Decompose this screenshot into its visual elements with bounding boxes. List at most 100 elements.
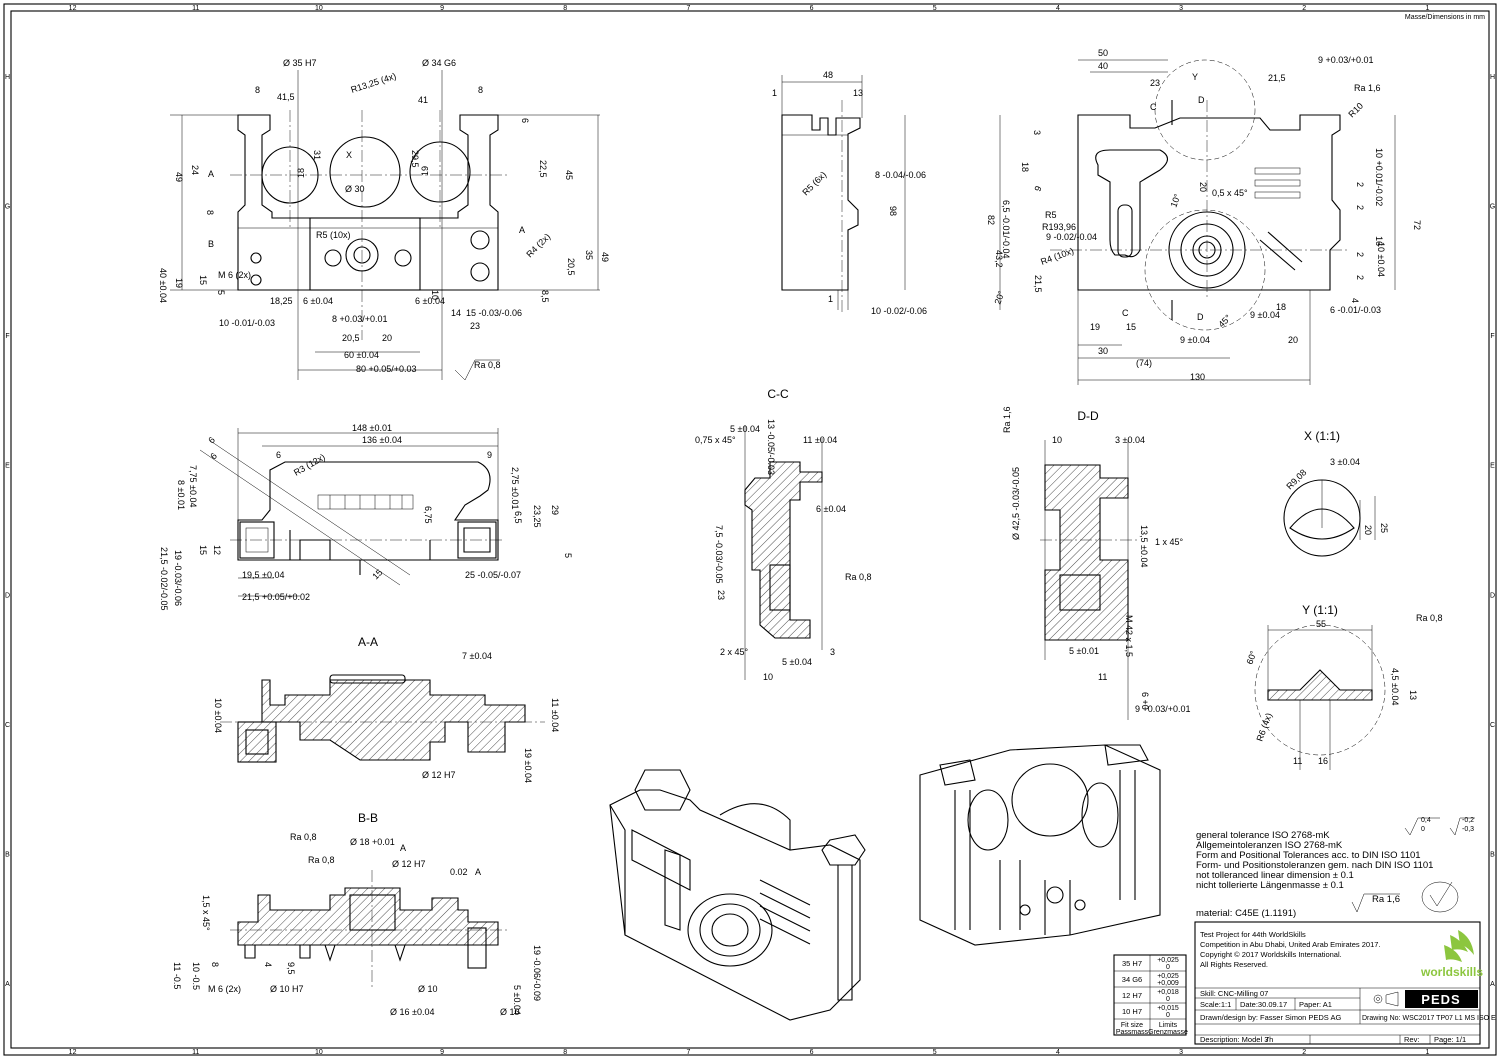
dimension-label: Ø 12 H7 (392, 859, 426, 869)
dimension-label: 6 (206, 435, 217, 446)
dimension-label: 0.02 (450, 867, 468, 877)
dimension-label: 9,5 (286, 962, 296, 975)
dimension-label: 6 (520, 118, 530, 123)
dimension-label: R9,08 (1284, 467, 1308, 491)
dimension-label: 10 -0.02/-0.06 (871, 306, 927, 316)
dimension-label: A (475, 867, 481, 877)
dimension-label: 11 (1293, 756, 1302, 766)
fit-upper-limit: +0,015 (1157, 1005, 1179, 1012)
dimension-label: Ø 16 ±0.04 (390, 1007, 434, 1017)
dimension-label: 148 ±0.01 (352, 423, 392, 433)
section-c-c (744, 425, 823, 680)
row-label-right: D (1490, 592, 1495, 599)
dimension-label: 19 (420, 166, 430, 176)
dimension-label: 31 (312, 150, 322, 160)
dimension-label: 21,5 (1268, 73, 1286, 83)
dimension-label: 43,2 (994, 250, 1004, 268)
dimension-label: 21,5 (1033, 275, 1043, 293)
title-detail-y: Y (1:1) (1302, 603, 1338, 617)
dimension-label: 15 (198, 545, 208, 555)
dimension-label: 15 (1126, 322, 1136, 332)
dimension-label: 10 -0.01/-0.03 (219, 318, 275, 328)
tolerance-note-line: Allgemeintoleranzen ISO 2768-mK (1196, 840, 1343, 851)
column-label-bottom: 3 (1179, 1049, 1183, 1056)
row-label-left: D (5, 592, 10, 599)
dimension-label: 1 x 45° (1155, 537, 1184, 547)
dimension-label: 5 ±0.04 (512, 985, 522, 1015)
dimension-label: 41,5 (277, 92, 295, 102)
dimension-label: 23 (716, 590, 726, 600)
tb-hours: 7h (1265, 1035, 1273, 1044)
dimension-label: 13,5 ±0.04 (1139, 525, 1149, 567)
dimension-label: 5 ±0.04 (782, 657, 812, 667)
dimension-label: 23 (470, 321, 480, 331)
dimension-label: 10 -0.5 (191, 962, 201, 990)
dimension-label: 10 (763, 672, 773, 682)
dimension-label: 23,25 (532, 505, 542, 528)
worldskills-logo: worldskills (1420, 965, 1483, 979)
dimension-label: 19,5 ±0.04 (242, 570, 284, 580)
dimension-label: 98 (888, 206, 898, 216)
dimension-label: 6,75 (423, 506, 433, 524)
title-detail-x: X (1:1) (1304, 429, 1340, 443)
dimension-label: Ra 0,8 (1416, 613, 1443, 623)
dimension-label: 23 (1150, 78, 1160, 88)
dimension-label: 11 ±0.04 (803, 435, 837, 445)
fits-footer-left: Fit size (1121, 1022, 1143, 1029)
column-label-top: 5 (933, 5, 937, 12)
flatness-d: -0,3 (1462, 826, 1474, 833)
title-c-c: C-C (767, 387, 789, 401)
column-label-bottom: 4 (1056, 1049, 1060, 1056)
title-a-a: A-A (358, 635, 378, 649)
column-label-top: 12 (69, 5, 77, 12)
dimension-label: 6 ±0.04 (415, 296, 445, 306)
dimension-label: 6 ±0.04 (303, 296, 333, 306)
dimension-label: 21,5 -0.02/-0.05 (159, 547, 169, 611)
column-label-top: 6 (810, 5, 814, 12)
dimension-label: 30 (1098, 346, 1108, 356)
dimension-label: 6 -0.01/-0.03 (1330, 305, 1381, 315)
dimension-label: 45 (564, 170, 574, 180)
dimension-label: 41 (418, 95, 428, 105)
column-label-bottom: 8 (563, 1049, 567, 1056)
dimension-label: 20° (992, 289, 1006, 306)
column-label-bottom: 11 (192, 1049, 199, 1056)
column-label-bottom: 1 (1425, 1049, 1429, 1056)
column-label-top: 11 (192, 5, 199, 12)
column-label-top: 4 (1056, 5, 1060, 12)
tb-skill: Skill: CNC-Milling 07 (1200, 989, 1268, 998)
isometric-view-front (609, 769, 866, 1021)
title-block: Test Project for 44th WorldSkills Compet… (1194, 921, 1496, 1045)
material-note: material: C45E (1.1191) (1196, 908, 1296, 919)
fit-lower-limit: +0,009 (1157, 980, 1179, 987)
dimension-label: 29,5 (410, 150, 420, 168)
dimension-label: 13 -0.05/-0.03 (766, 419, 776, 475)
row-label-right: H (1490, 74, 1495, 81)
dimension-label: 9 ±0.04 (1180, 335, 1210, 345)
tb-competition: Competition in Abu Dhabi, United Arab Em… (1200, 940, 1381, 949)
dimension-label: 19 ±0.04 (523, 748, 533, 783)
front-view (170, 70, 600, 381)
dimension-label: 18 (1020, 162, 1030, 172)
dimension-label: 9 (1032, 185, 1043, 193)
dimension-label: 6 ±0.04 (816, 504, 846, 514)
dimension-label: 11 -0.5 (172, 962, 182, 989)
dimension-label: 8 (478, 85, 483, 95)
dimension-label: Ø 12 H7 (422, 770, 456, 780)
dimension-label: 29 (550, 505, 560, 515)
column-label-top: 3 (1179, 5, 1183, 12)
side-view (781, 75, 906, 315)
dimension-label: 12 (212, 545, 222, 555)
flatness-b: 0 (1421, 826, 1425, 833)
tolerance-note-line: not tolleranced linear dimension ± 0.1 (1196, 870, 1354, 881)
dimension-label: Ø 10 (418, 984, 438, 994)
dimension-label: 5 (216, 290, 226, 295)
dimension-label: 4 (263, 962, 273, 967)
isometric-view-rear (919, 744, 1161, 946)
dimension-label: 4 (1350, 298, 1360, 303)
dimension-label: 6,5 -0.01/-0.04 (1001, 200, 1011, 259)
